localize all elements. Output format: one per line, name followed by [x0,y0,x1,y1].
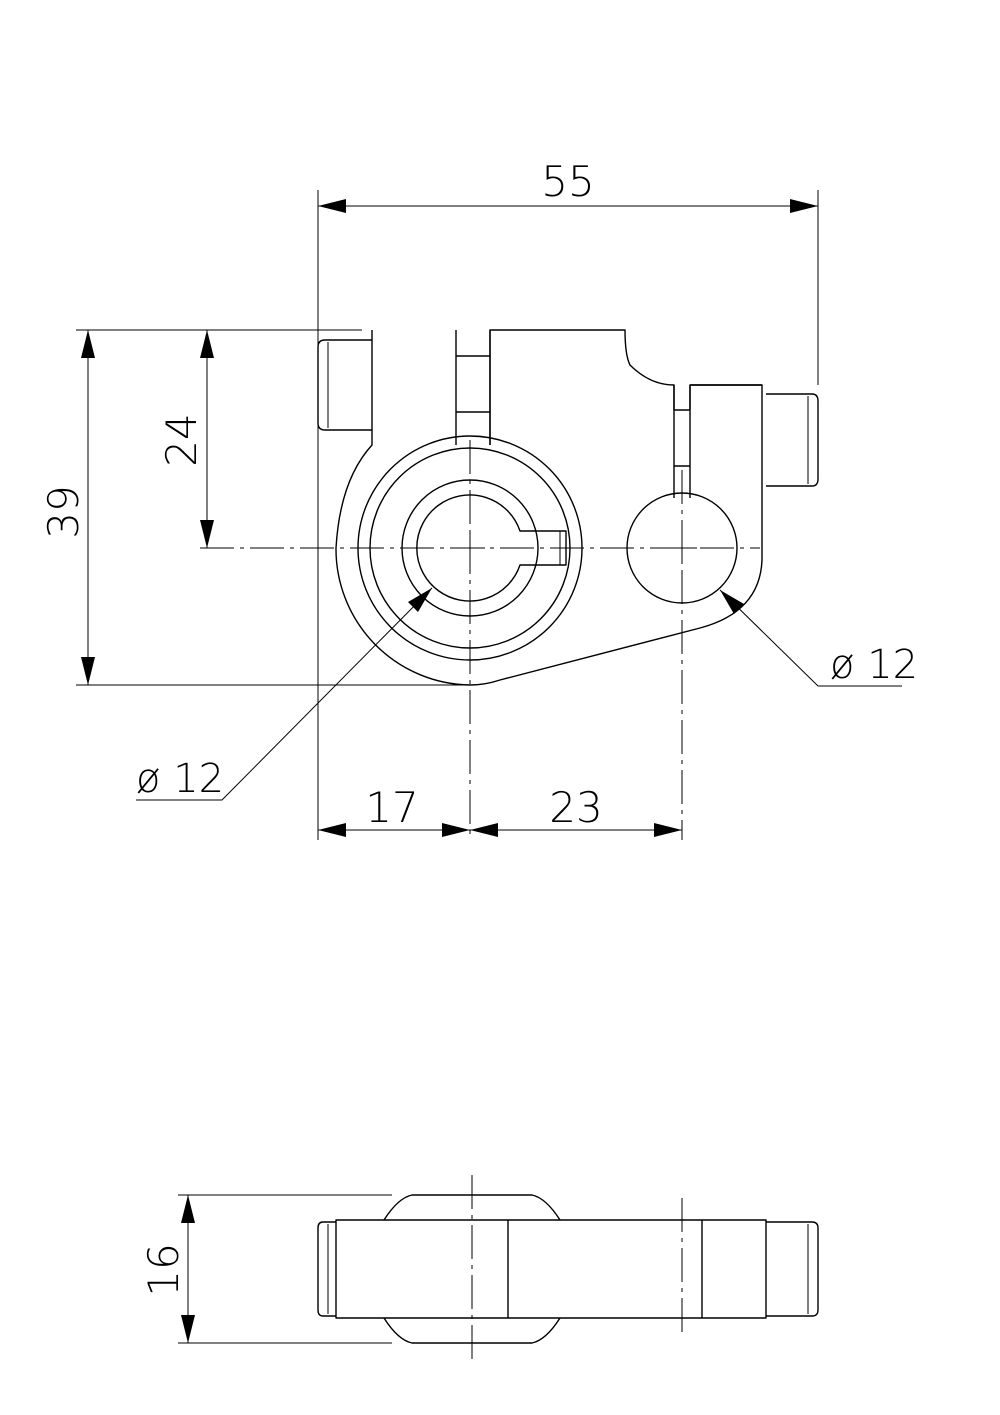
dim-24-text: 24 [157,413,206,466]
dim-24-arrow-top [200,330,214,358]
front-view-dimensions: 55 39 24 17 23 ø 12 ø 12 [39,157,918,840]
left-slot [455,330,491,445]
dim-39-text: 39 [39,485,88,538]
dim-24-arrow-bottom [200,520,214,548]
dim-bore-left-arrow [408,588,432,612]
side-right-screw [766,1221,819,1317]
dim-16-arrow-bottom [181,1315,195,1343]
small-bore-center-cross [667,533,697,563]
right-clamp-arm [673,384,762,498]
clamp-body-outline [335,329,763,686]
dim-55-arrow-right [790,199,818,213]
dim-39-arrow-bottom [81,657,95,685]
side-view-dimensions: 16 [139,1194,392,1344]
side-left-screw [317,1221,336,1317]
dim-23-text: 23 [549,783,602,832]
dim-16-arrow-top [181,1195,195,1223]
right-screw [766,393,819,487]
keyed-bore [416,494,567,602]
dim-bore-left-leader [136,587,433,801]
front-view [200,329,819,840]
dim-23-arrow-left [470,823,498,837]
large-bore-center-cross [455,533,485,563]
dim-bore-right-text: ø 12 [830,642,918,688]
side-view [317,1175,819,1362]
dim-55-text: 55 [541,157,594,206]
dim-23-arrow-right [654,823,682,837]
side-main-block [335,1219,767,1319]
dim-39-arrow-top [81,330,95,358]
dim-17-arrow-left [318,823,346,837]
dim-55-arrow-left [318,199,346,213]
dim-16-text: 16 [139,1243,188,1296]
dim-17-arrow-right [442,823,470,837]
dim-bore-right-leader [719,589,902,687]
left-screw [317,339,372,431]
dim-bore-left-text: ø 12 [136,756,224,802]
dim-bore-right-arrow [720,590,744,614]
dim-17-text: 17 [365,783,418,832]
